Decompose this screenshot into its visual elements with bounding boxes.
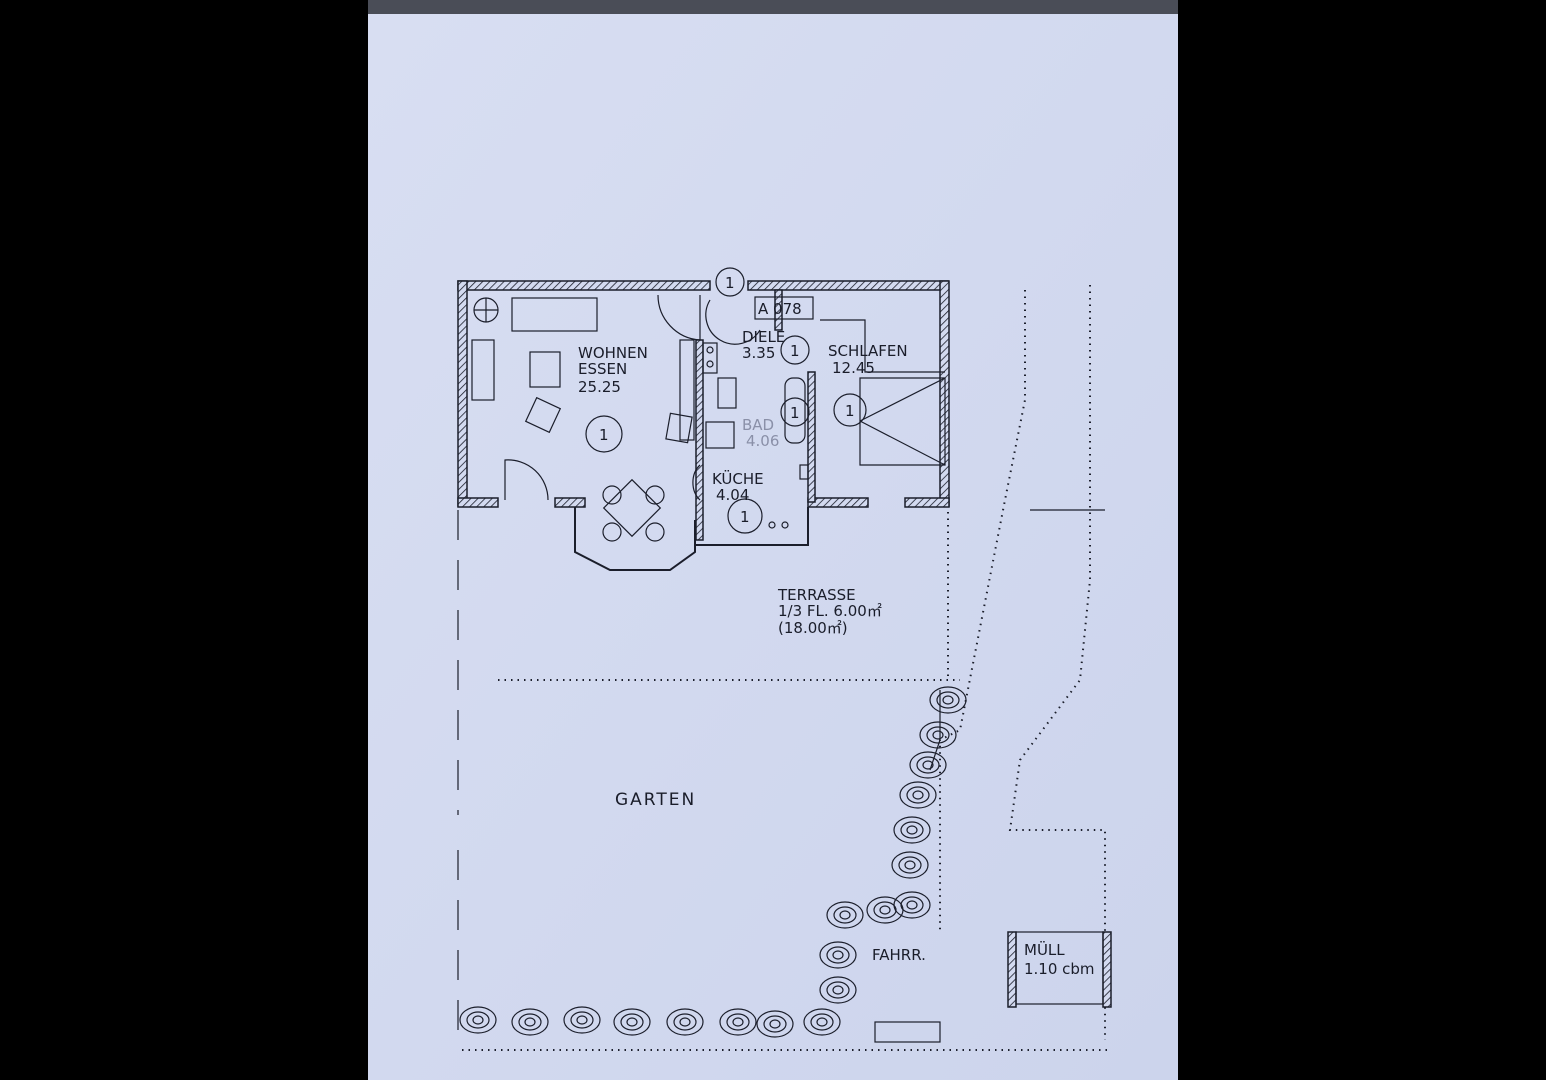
hedges-and-paths bbox=[457, 285, 1110, 1051]
shrub-mark bbox=[803, 1008, 841, 1036]
room-number-schlafen: 1 bbox=[845, 402, 855, 420]
terrasse-area: 1/3 FL. 6.00㎡ bbox=[778, 602, 882, 620]
room-bad-area: 4.06 bbox=[746, 432, 779, 450]
shrub-mark bbox=[819, 976, 857, 1004]
room-bad-name: BAD bbox=[742, 416, 774, 434]
shrub-mark bbox=[613, 1008, 651, 1036]
terrasse-name: TERRASSE bbox=[777, 586, 856, 604]
shrub-mark bbox=[906, 786, 930, 804]
muell-volume: 1.10 cbm bbox=[1024, 960, 1095, 978]
shrub-mark bbox=[891, 851, 929, 879]
shrub-mark bbox=[620, 1013, 644, 1031]
muell-label: MÜLL bbox=[1024, 940, 1065, 959]
room-kueche-area: 4.04 bbox=[716, 486, 749, 504]
shrub-mark bbox=[570, 1011, 594, 1029]
shrub-mark bbox=[916, 756, 940, 774]
shrub-mark bbox=[906, 900, 918, 910]
shrub-mark bbox=[832, 985, 844, 995]
garten-label: GARTEN bbox=[615, 790, 696, 810]
shrub-mark bbox=[466, 1011, 490, 1029]
terrasse-total: (18.00㎡) bbox=[778, 619, 848, 637]
shrub-mark bbox=[679, 1017, 691, 1027]
room-number-kueche: 1 bbox=[740, 508, 750, 526]
shrub-mark bbox=[726, 1013, 750, 1031]
shrub-mark bbox=[769, 1019, 781, 1029]
room-schlafen-name: SCHLAFEN bbox=[828, 342, 908, 360]
shrub-mark bbox=[810, 1013, 834, 1031]
shrubs bbox=[459, 686, 967, 1038]
shrub-mark bbox=[893, 816, 931, 844]
shrub-mark bbox=[873, 901, 897, 919]
shrub-mark bbox=[666, 1008, 704, 1036]
shrub-mark bbox=[909, 751, 947, 779]
shrub-mark bbox=[719, 1008, 757, 1036]
shrub-mark bbox=[826, 981, 850, 999]
room-kueche-name: KÜCHE bbox=[712, 469, 764, 488]
shrub-mark bbox=[926, 726, 950, 744]
shrub-mark bbox=[826, 901, 864, 929]
shrub-mark bbox=[472, 1015, 484, 1025]
shrub-mark bbox=[936, 691, 960, 709]
shrub-mark bbox=[756, 1010, 794, 1038]
shrub-mark bbox=[866, 896, 904, 924]
shrub-mark bbox=[932, 730, 944, 740]
shrub-mark bbox=[732, 1017, 744, 1027]
shrub-mark bbox=[898, 856, 922, 874]
unit-code: A 078 bbox=[758, 300, 802, 318]
shrub-mark bbox=[826, 946, 850, 964]
room-number-bad: 1 bbox=[790, 404, 800, 422]
shrub-mark bbox=[912, 790, 924, 800]
room-number-wohnen: 1 bbox=[599, 426, 609, 444]
shrub-mark bbox=[879, 905, 891, 915]
shrub-mark bbox=[511, 1008, 549, 1036]
shrub-mark bbox=[922, 760, 934, 770]
shrub-mark bbox=[833, 906, 857, 924]
shrub-mark bbox=[819, 941, 857, 969]
shrub-mark bbox=[459, 1006, 497, 1034]
fahrrad-label: FAHRR. bbox=[872, 946, 926, 964]
shrub-mark bbox=[942, 695, 954, 705]
shrub-mark bbox=[919, 721, 957, 749]
room-wohnen-name-2: ESSEN bbox=[578, 360, 627, 378]
shrub-mark bbox=[832, 950, 844, 960]
room-schlafen-area: 12.45 bbox=[832, 359, 875, 377]
shrub-mark bbox=[900, 821, 924, 839]
shrub-mark bbox=[576, 1015, 588, 1025]
shrub-mark bbox=[899, 781, 937, 809]
shrub-mark bbox=[906, 825, 918, 835]
room-number-entry: 1 bbox=[725, 274, 735, 292]
shrub-mark bbox=[839, 910, 851, 920]
room-number-markers: 1 1 1 1 1 1 bbox=[585, 267, 867, 534]
shrub-mark bbox=[816, 1017, 828, 1027]
room-number-diele: 1 bbox=[790, 342, 800, 360]
room-wohnen-area: 25.25 bbox=[578, 378, 621, 396]
room-diele-area: 3.35 bbox=[742, 344, 775, 362]
walls bbox=[457, 280, 950, 571]
shrub-mark bbox=[626, 1017, 638, 1027]
room-wohnen-name: WOHNEN bbox=[578, 344, 648, 362]
shrub-mark bbox=[673, 1013, 697, 1031]
shrub-mark bbox=[563, 1006, 601, 1034]
shrub-mark bbox=[763, 1015, 787, 1033]
room-diele-name: DIELE bbox=[742, 328, 785, 346]
shrub-mark bbox=[518, 1013, 542, 1031]
shrub-mark bbox=[904, 860, 916, 870]
furniture bbox=[471, 294, 946, 542]
shrub-mark bbox=[929, 686, 967, 714]
shrub-mark bbox=[524, 1017, 536, 1027]
